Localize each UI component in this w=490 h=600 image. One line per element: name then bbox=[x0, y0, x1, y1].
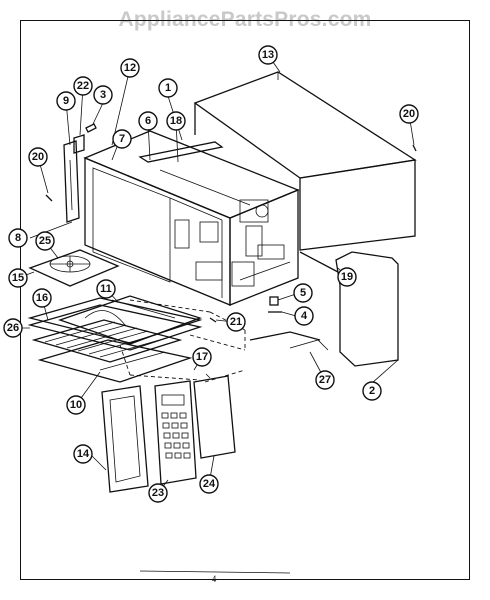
svg-text:25: 25 bbox=[39, 235, 51, 247]
callout-20-right: 20 bbox=[399, 104, 419, 124]
callout-18: 18 bbox=[166, 111, 186, 131]
page-number: 4 bbox=[212, 574, 217, 584]
svg-text:2: 2 bbox=[369, 385, 375, 397]
control-panel bbox=[154, 380, 197, 485]
callout-6: 6 bbox=[138, 111, 158, 131]
rear-panel bbox=[193, 373, 236, 459]
callout-17: 17 bbox=[192, 347, 212, 367]
main-chassis bbox=[83, 130, 300, 306]
svg-text:21: 21 bbox=[230, 316, 242, 328]
svg-text:13: 13 bbox=[262, 49, 274, 61]
door-panel bbox=[101, 385, 149, 493]
callout-2: 2 bbox=[362, 381, 382, 401]
callout-16: 16 bbox=[32, 288, 52, 308]
callout-11: 11 bbox=[96, 279, 116, 299]
svg-text:27: 27 bbox=[319, 374, 331, 386]
svg-text:22: 22 bbox=[77, 80, 89, 92]
door-frame bbox=[63, 134, 85, 223]
svg-text:1: 1 bbox=[165, 82, 171, 94]
callout-9: 9 bbox=[56, 91, 76, 111]
latch-part bbox=[85, 123, 97, 133]
callout-15: 15 bbox=[8, 268, 28, 288]
callout-25: 25 bbox=[35, 231, 55, 251]
callout-20-left: 20 bbox=[28, 147, 48, 167]
callout-21: 21 bbox=[226, 312, 246, 332]
callout-3: 3 bbox=[93, 85, 113, 105]
svg-text:24: 24 bbox=[203, 478, 216, 490]
svg-text:16: 16 bbox=[36, 292, 48, 304]
svg-text:7: 7 bbox=[119, 133, 125, 145]
svg-text:4: 4 bbox=[301, 310, 308, 322]
svg-text:18: 18 bbox=[170, 115, 182, 127]
watermark-text: AppliancePartsPros.com bbox=[118, 8, 372, 31]
callout-8: 8 bbox=[8, 228, 28, 248]
svg-text:17: 17 bbox=[196, 351, 208, 363]
svg-text:12: 12 bbox=[124, 62, 136, 74]
outer-cabinet bbox=[193, 71, 417, 251]
wire-harness bbox=[249, 331, 321, 341]
callout-5: 5 bbox=[293, 283, 313, 303]
callout-10: 10 bbox=[66, 395, 86, 415]
callout-23: 23 bbox=[148, 483, 168, 503]
svg-text:19: 19 bbox=[341, 271, 353, 283]
svg-text:6: 6 bbox=[145, 115, 151, 127]
svg-text:26: 26 bbox=[7, 322, 19, 334]
fan-motor-assembly bbox=[28, 249, 120, 287]
callout-12: 12 bbox=[120, 58, 140, 78]
callout-4: 4 bbox=[294, 306, 314, 326]
svg-text:11: 11 bbox=[100, 283, 112, 295]
callout-13: 13 bbox=[258, 45, 278, 65]
callout-19: 19 bbox=[337, 267, 357, 287]
callout-1: 1 bbox=[158, 78, 178, 98]
small-fittings bbox=[268, 296, 282, 313]
tray-assembly bbox=[57, 295, 203, 345]
bottom-plate bbox=[37, 339, 193, 383]
svg-text:23: 23 bbox=[152, 487, 164, 499]
svg-text:14: 14 bbox=[77, 448, 90, 460]
callout-7: 7 bbox=[112, 129, 132, 149]
svg-text:3: 3 bbox=[100, 89, 106, 101]
callout-14: 14 bbox=[73, 444, 93, 464]
callout-22: 22 bbox=[73, 76, 93, 96]
page-frame bbox=[20, 20, 470, 580]
svg-text:10: 10 bbox=[70, 399, 82, 411]
base-plate-assembly bbox=[27, 297, 203, 363]
svg-text:8: 8 bbox=[15, 232, 21, 244]
svg-text:15: 15 bbox=[12, 272, 24, 284]
svg-text:20: 20 bbox=[403, 108, 415, 120]
callout-27: 27 bbox=[315, 370, 335, 390]
svg-text:5: 5 bbox=[300, 287, 306, 299]
callout-26: 26 bbox=[3, 318, 23, 338]
callout-24: 24 bbox=[199, 474, 219, 494]
svg-text:20: 20 bbox=[32, 151, 44, 163]
svg-text:9: 9 bbox=[63, 95, 69, 107]
